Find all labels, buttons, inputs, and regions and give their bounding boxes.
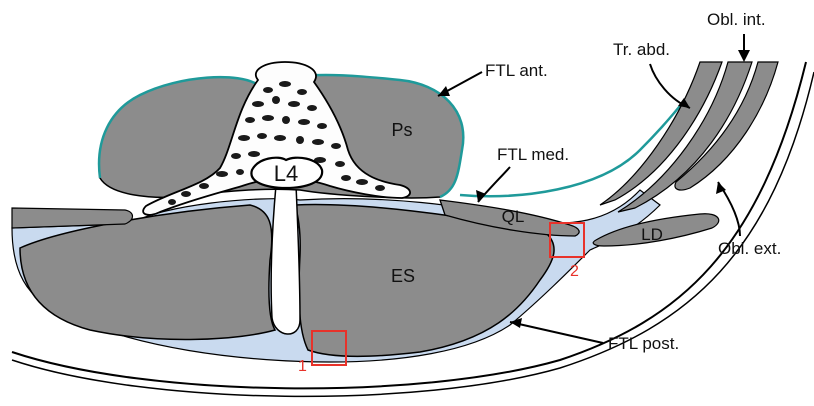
ftl-med-label: FTL med. — [497, 145, 569, 164]
region-label-1: 1 — [298, 358, 307, 375]
latissimus-dorsi-label: LD — [641, 225, 663, 244]
psoas-label: Ps — [391, 120, 412, 140]
tr-abd-label: Tr. abd. — [613, 40, 670, 59]
ftl-ant-label: FTL ant. — [485, 61, 548, 80]
vertebra-label: L4 — [274, 161, 298, 186]
obl-ext-label: Obl. ext. — [718, 239, 781, 258]
ftl-post-arrow — [510, 322, 603, 343]
spinous-process — [271, 185, 300, 334]
region-label-2: 2 — [570, 263, 579, 280]
erector-spinae-label: ES — [391, 266, 415, 286]
obl-int-label: Obl. int. — [707, 10, 766, 29]
ftl-post-label: FTL post. — [608, 334, 679, 353]
quadratus-lumborum-label: QL — [502, 207, 525, 226]
